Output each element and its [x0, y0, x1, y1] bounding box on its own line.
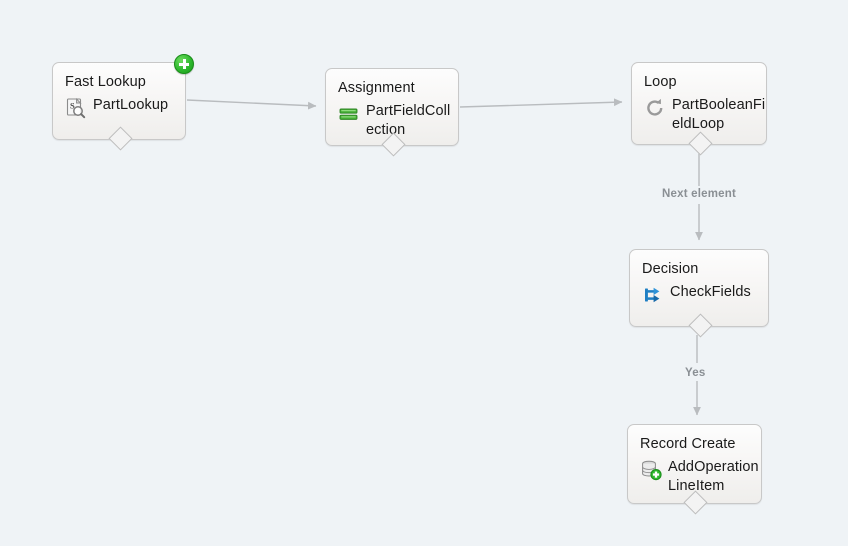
assignment-icon — [338, 103, 360, 125]
node-fast-lookup[interactable]: Fast Lookup S PartLookup — [52, 54, 194, 151]
decision-icon — [642, 284, 664, 306]
node-loop-type: Loop — [644, 74, 677, 90]
edge-assignment-to-loop[interactable] — [459, 98, 623, 108]
edge-label-yes: Yes — [685, 367, 706, 379]
node-assignment-type: Assignment — [338, 80, 415, 96]
node-loop[interactable]: Loop PartBooleanFieldLoop — [631, 62, 767, 156]
start-element-badge — [174, 54, 194, 74]
node-decision[interactable]: Decision CheckFields — [629, 249, 769, 338]
node-fast-lookup-name: PartLookup — [93, 97, 169, 113]
record-create-icon — [640, 459, 662, 481]
node-decision-type: Decision — [642, 261, 699, 277]
node-record-create-name: AddOperationLineItem — [668, 459, 759, 494]
edge-fast-lookup-to-assignment[interactable] — [186, 99, 317, 110]
node-assignment-name: PartFieldCollection — [366, 103, 451, 138]
node-loop-connector-handle[interactable] — [687, 131, 713, 156]
node-record-create-type: Record Create — [640, 436, 736, 452]
node-assignment[interactable]: Assignment PartFieldCollection — [325, 68, 459, 157]
node-decision-name: CheckFields — [670, 284, 751, 300]
svg-text:S: S — [70, 101, 75, 111]
node-loop-name: PartBooleanFieldLoop — [672, 97, 766, 132]
node-fast-lookup-type: Fast Lookup — [65, 74, 146, 90]
node-decision-connector-handle[interactable] — [687, 313, 713, 338]
node-record-create[interactable]: Record Create AddOperationLineItem — [627, 424, 762, 515]
node-fast-lookup-connector-handle[interactable] — [107, 126, 133, 151]
loop-icon — [644, 97, 666, 119]
fast-lookup-icon: S — [65, 97, 87, 119]
edge-label-next-element: Next element — [662, 188, 736, 200]
